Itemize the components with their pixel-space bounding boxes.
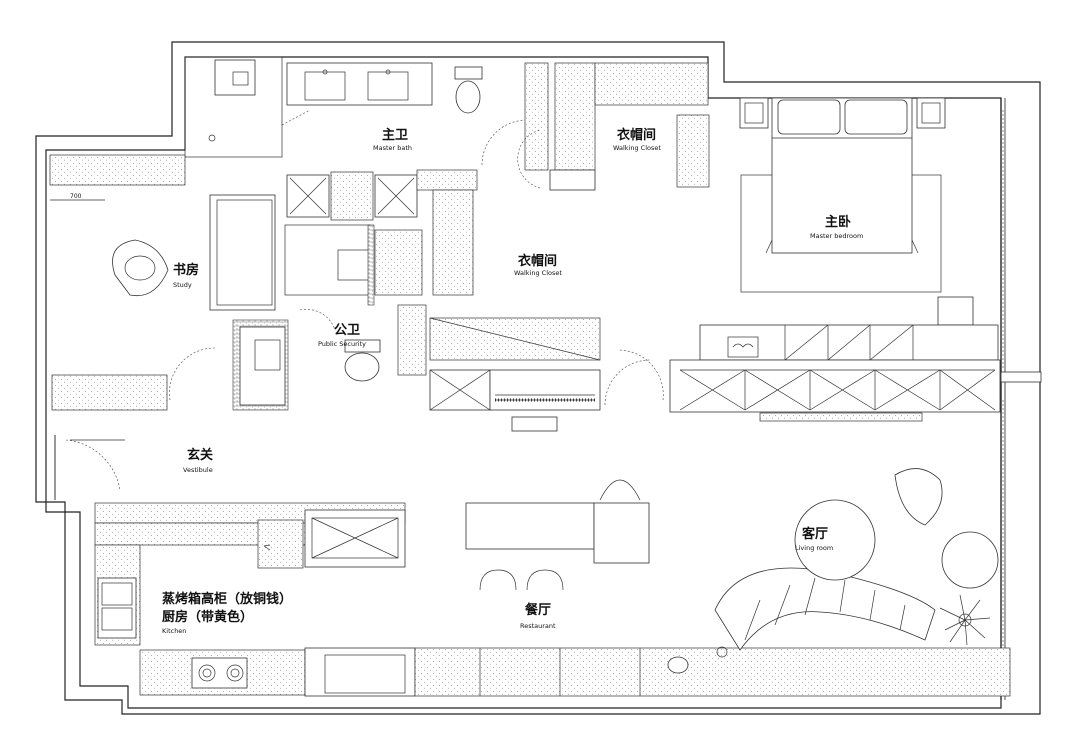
master-bedroom-subtitle: Master bedroom [810,232,863,240]
study-title: 书房 [173,262,199,278]
living-room-subtitle: Living room [795,544,833,552]
kitchen-title-line1: 蒸烤箱高柜（放铜钱） [162,591,292,607]
kitchen-zone [94,502,406,696]
master-bedroom-title: 主卧 [825,214,851,230]
living-room-zone [714,468,999,651]
vestibule-subtitle: Vestibule [183,466,213,474]
living-room-title: 客厅 [802,526,828,542]
master-bath-title: 主卫 [382,127,408,143]
labels: 主卫 Master bath 衣帽间 Walking Closet 主卧 Mas… [162,127,863,635]
public-bath-subtitle: Public Security [318,340,366,348]
walk-in-closet-center [374,189,601,361]
restaurant-title: 餐厅 [524,602,551,618]
public-bath-title: 公卫 [334,323,360,338]
dining-cabinet-zone [429,349,1001,432]
master-bath-subtitle: Master bath [373,144,412,152]
walking-closet-top-subtitle: Walking Closet [613,144,661,152]
walking-closet-center-title: 衣帽间 [518,253,557,269]
restaurant-zone [304,479,1011,697]
vestibule-title: 玄关 [187,447,213,463]
walking-closet-top-title: 衣帽间 [617,127,656,143]
kitchen-subtitle: Kitchen [162,627,186,635]
restaurant-subtitle: Restaurant [520,622,556,630]
study-subtitle: Study [173,281,192,289]
walk-in-closet-top [517,62,710,191]
study-width-dimension: 700 [70,193,82,200]
public-bath-zone [232,224,427,411]
vestibule-zone [54,435,125,500]
master-bath-zone [184,56,528,221]
study-zone: 700 [49,154,276,411]
walking-closet-center-subtitle: Walking Closet [514,269,562,277]
kitchen-title-line2: 厨房（带黄色） [162,609,253,625]
master-bedroom-zone [699,97,999,361]
